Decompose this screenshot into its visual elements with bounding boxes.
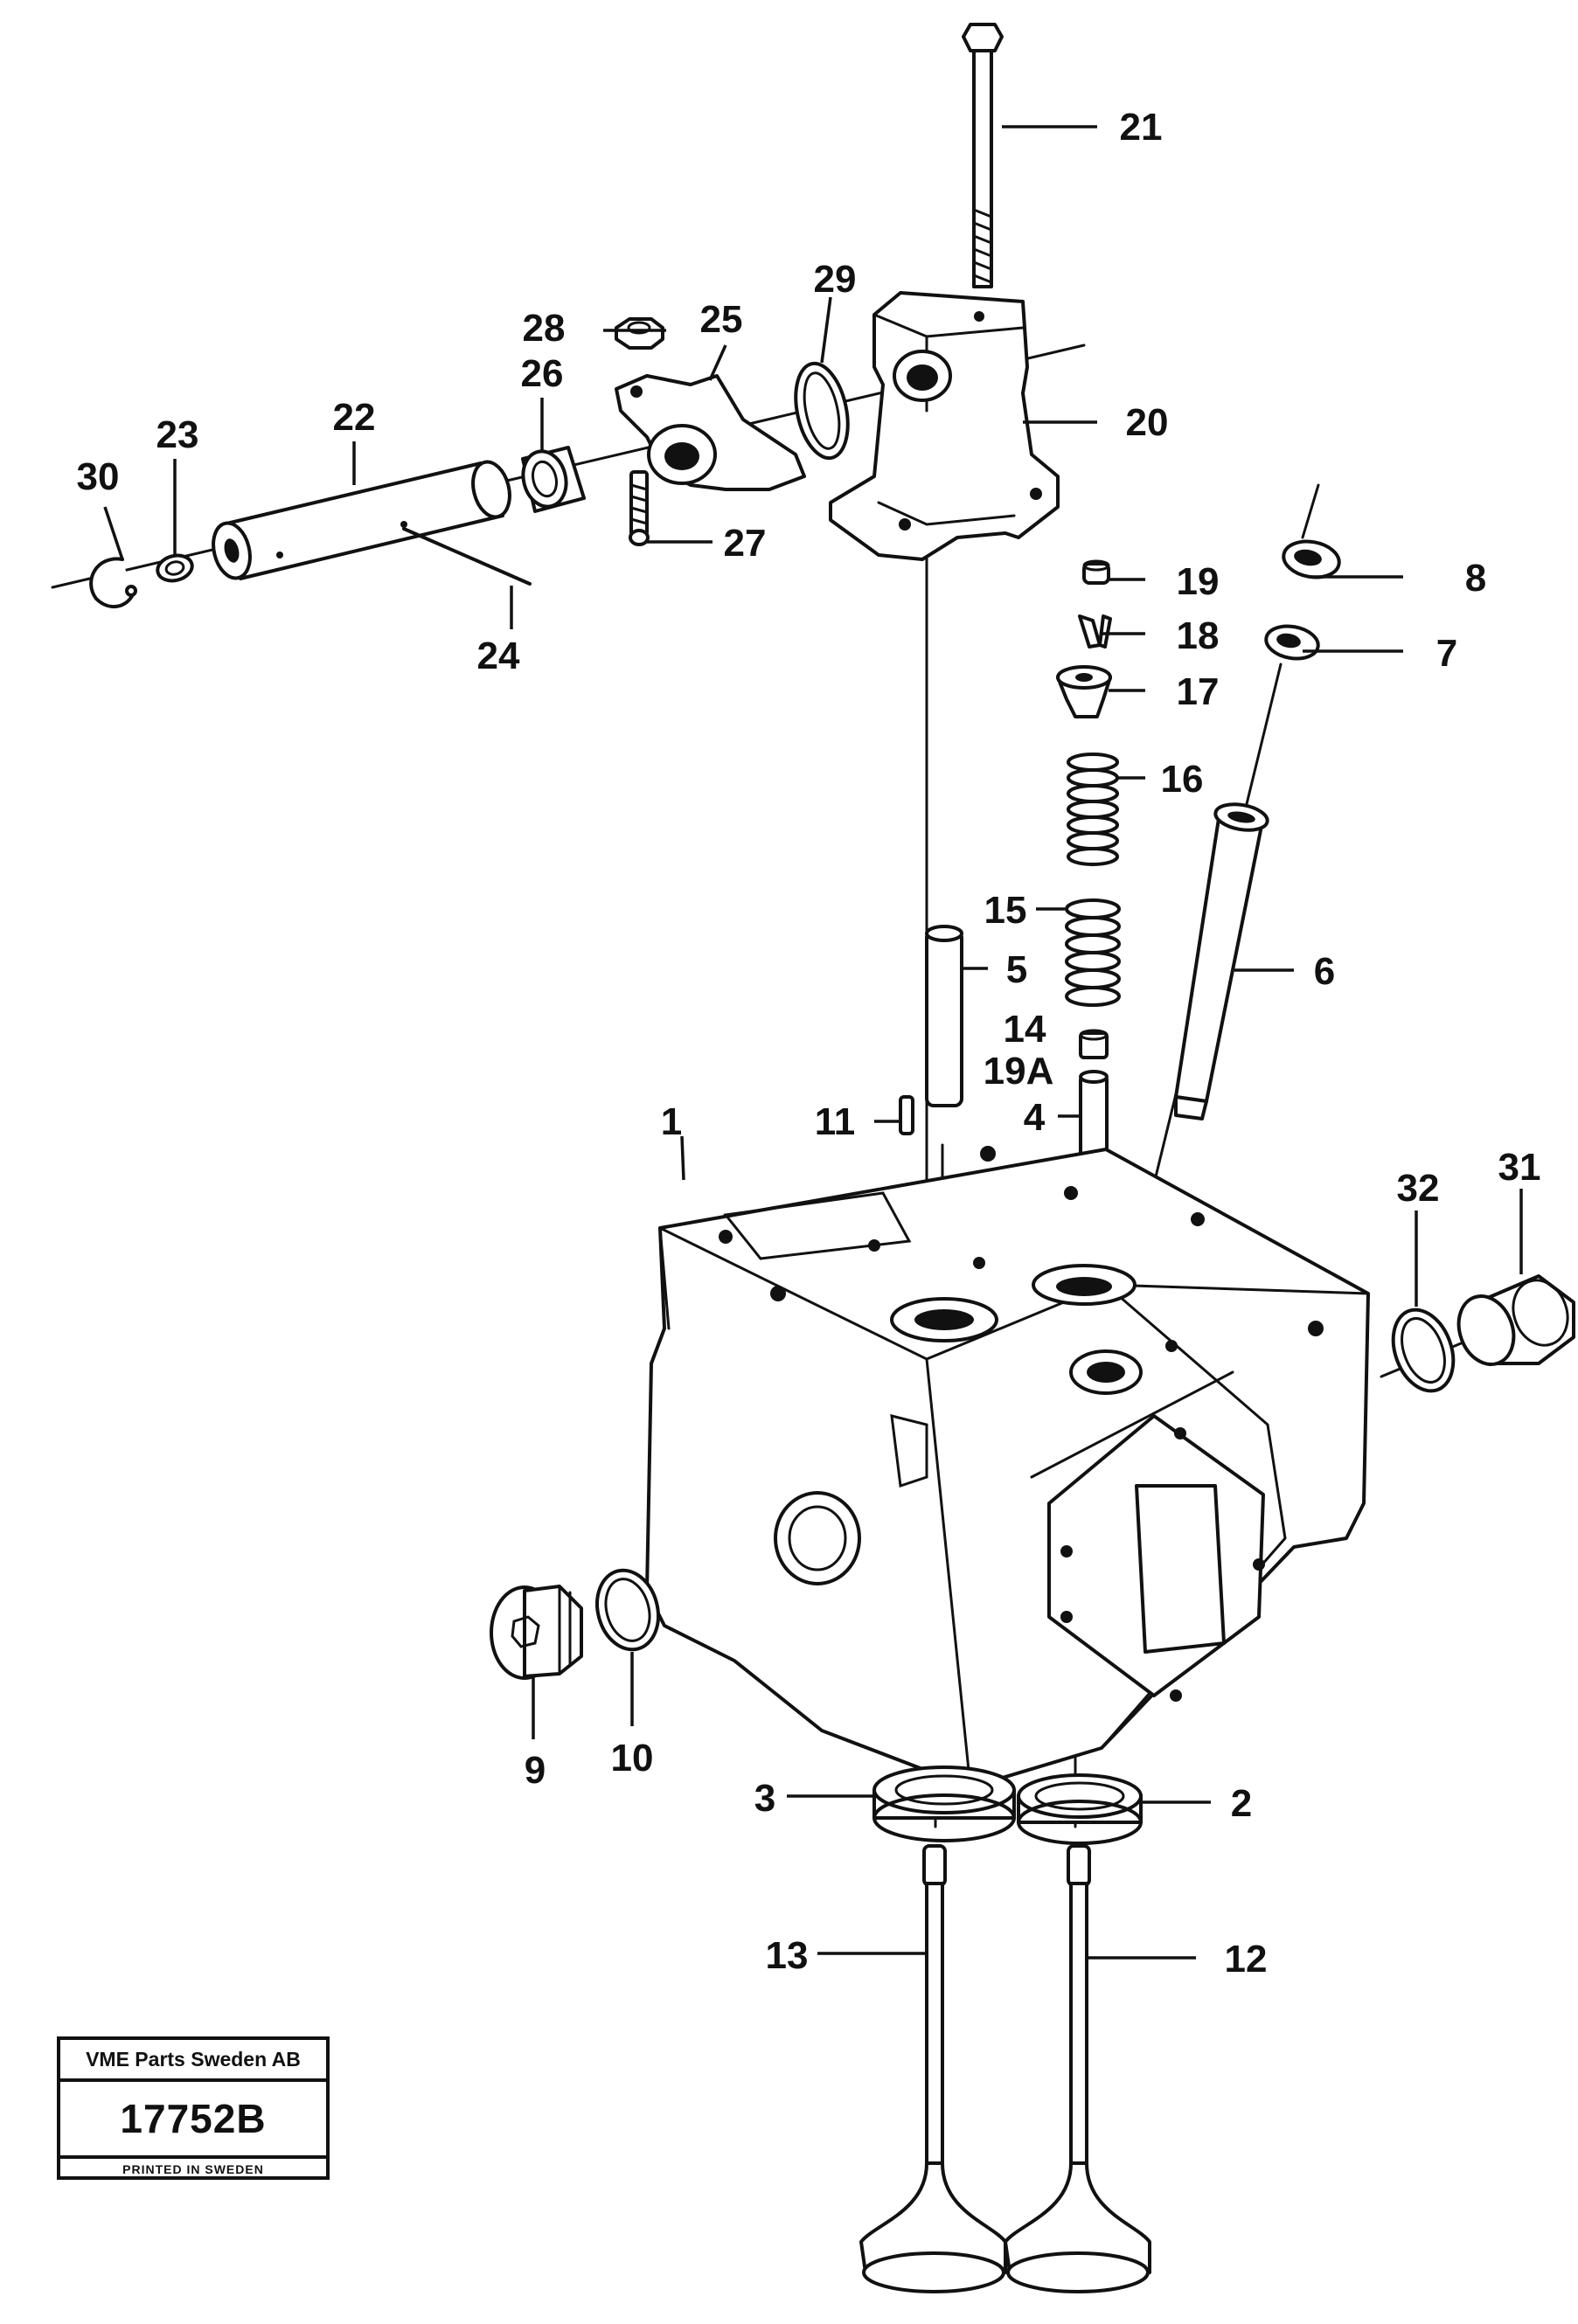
callout-15: 15 [984,889,1027,932]
title-block-stamp: VME Parts Sweden AB 17752B PRINTED IN SW… [57,2036,330,2180]
part-13-exhaust-valve [859,1844,1007,2293]
part-9-threaded-plug [490,1585,583,1680]
part-7-seal-ring [1264,624,1320,661]
company-name: VME Parts Sweden AB [60,2040,326,2082]
callout-12: 12 [1225,1938,1268,1981]
part-29-o-ring [794,361,850,461]
part-3-valve-seat-ring [872,1766,1016,1842]
part-24-pin [402,527,532,586]
part-30-circlip [89,557,137,608]
callout-17: 17 [1177,670,1220,713]
callout-30: 30 [77,455,120,498]
part-2-valve-seat-ring [1017,1773,1143,1845]
callout-14: 14 [1004,1008,1046,1051]
callout-13: 13 [766,1934,809,1977]
callout-22: 22 [333,396,376,439]
callout-21: 21 [1120,106,1163,149]
callout-20: 20 [1126,401,1169,444]
callout-4: 4 [1024,1096,1046,1139]
callout-2: 2 [1231,1782,1252,1825]
callout-31: 31 [1498,1146,1541,1189]
part-20-rocker-bracket [829,291,1060,561]
part-32-seal-ring [1391,1308,1456,1393]
part-21-stud-bolt [962,23,1004,288]
printed-in-label: PRINTED IN SWEDEN [122,2162,264,2176]
callout-23: 23 [156,413,199,456]
callout-7: 7 [1436,632,1457,675]
callout-11: 11 [815,1100,856,1143]
callout-6: 6 [1314,950,1335,993]
part-5-valve-guide [925,925,963,1107]
callout-labels: 1 2 3 4 5 6 7 8 9 10 11 12 13 14 15 16 1… [77,106,1541,1981]
callout-16: 16 [1161,758,1204,801]
drawing-number: 17752B [60,2082,326,2159]
callout-5: 5 [1006,948,1027,991]
part-25-rocker-arm [615,374,806,491]
part-14-valve-stem-seal [1079,1029,1109,1059]
part-18-valve-collet [1078,614,1112,649]
part-1-cylinder-head [645,1146,1370,1789]
callout-25: 25 [700,298,743,341]
part-15-valve-spring-inner [1065,898,1121,1007]
part-8-seal-ring [1282,539,1341,579]
callout-27: 27 [724,522,767,565]
part-28-nut [615,317,664,350]
part-12-inlet-valve [1004,1844,1151,2293]
part-26-bushing [521,446,586,513]
callout-3: 3 [754,1777,775,1820]
callout-19A: 19A [984,1050,1054,1093]
part-22-rocker-shaft [212,460,511,580]
part-23-spring-washer [156,553,194,583]
part-19-valve-cap [1082,559,1110,585]
callout-10: 10 [611,1737,654,1779]
callout-32: 32 [1397,1167,1440,1210]
callout-24: 24 [477,635,520,677]
callout-26: 26 [521,352,564,395]
callout-1: 1 [661,1100,682,1143]
callout-leader-lines [103,125,1523,1960]
part-17-spring-retainer [1056,665,1112,718]
part-10-seal-ring [595,1568,660,1652]
callout-28: 28 [523,307,566,350]
part-27-adjusting-screw [629,470,650,546]
part-31-threaded-plug [1456,1274,1575,1366]
callout-19: 19 [1177,560,1220,603]
callout-29: 29 [814,258,857,301]
part-6-injector-sleeve [1174,802,1269,1120]
callout-18: 18 [1177,614,1220,657]
part-16-valve-spring-outer [1067,753,1119,866]
callout-8: 8 [1465,557,1486,600]
part-11-dowel-pin [899,1095,914,1135]
callout-9: 9 [525,1749,546,1792]
